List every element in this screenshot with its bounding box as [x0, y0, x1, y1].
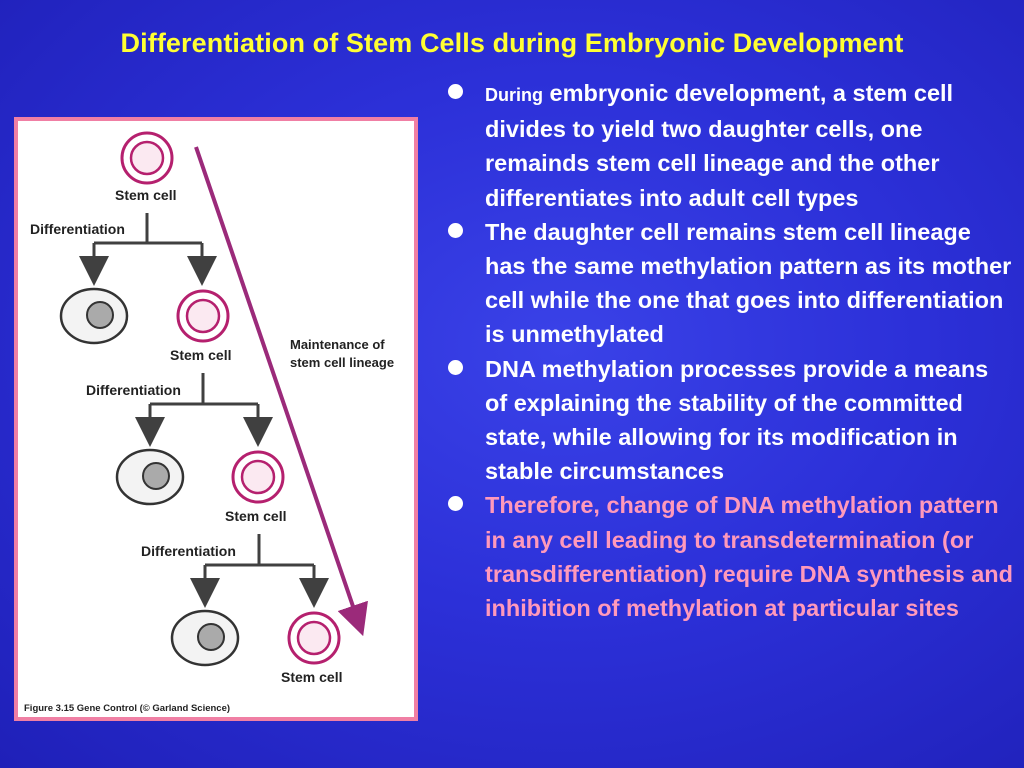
bullet-dot-icon: [448, 222, 463, 238]
stem-cell-label-2: Stem cell: [170, 347, 231, 363]
stem-cell-label-3: Stem cell: [225, 508, 286, 524]
branch-arrow-3: [205, 534, 314, 567]
differentiated-cell-3: [170, 609, 240, 667]
maintenance-label-line2: stem cell lineage: [290, 355, 394, 370]
bullet-1-text: embryonic development, a stem cell divid…: [485, 80, 954, 211]
stem-cell-3: [231, 450, 285, 504]
maintenance-label-line1: Maintenance of: [290, 337, 385, 352]
branch-arrow-1: [94, 213, 202, 245]
stem-cell-label-1: Stem cell: [115, 187, 176, 203]
stem-cell-label-4: Stem cell: [281, 669, 342, 685]
bullet-item-1: During embryonic development, a stem cel…: [446, 76, 1016, 215]
bullet-item-2: The daughter cell remains stem cell line…: [446, 215, 1016, 352]
branch-arrow-2: [150, 373, 258, 406]
stem-cell-2: [176, 289, 230, 343]
bullet-dot-icon: [448, 359, 463, 375]
stem-cell-4: [287, 611, 341, 665]
bullet-2-text: The daughter cell remains stem cell line…: [485, 218, 1012, 348]
bullet-1-lead: During: [485, 85, 543, 105]
bullet-dot-icon: [448, 84, 463, 99]
bullet-4-text: Therefore, change of DNA methylation pat…: [485, 492, 1013, 622]
stem-cell-top: [120, 131, 174, 185]
slide-title: Differentiation of Stem Cells during Emb…: [120, 28, 904, 58]
differentiation-label-3: Differentiation: [141, 543, 236, 559]
differentiated-cell-1: [59, 287, 129, 345]
bullet-item-3: DNA methylation processes provide a mean…: [446, 352, 1016, 489]
diagram-svg: Maintenance of stem cell lineage Stem ce…: [24, 131, 394, 714]
differentiation-label-1: Differentiation: [30, 221, 125, 237]
bullet-item-4: Therefore, change of DNA methylation pat…: [446, 488, 1016, 625]
bullet-dot-icon: [448, 496, 463, 512]
figure-caption: Figure 3.15 Gene Control (© Garland Scie…: [24, 703, 230, 714]
maintenance-arrow: [194, 146, 368, 637]
differentiated-cell-2: [115, 448, 185, 506]
bullet-3-text: DNA methylation processes provide a mean…: [485, 355, 989, 485]
stem-cell-differentiation-figure: Maintenance of stem cell lineage Stem ce…: [14, 117, 418, 721]
differentiation-label-2: Differentiation: [86, 382, 181, 398]
bullet-list: During embryonic development, a stem cel…: [446, 76, 1016, 625]
